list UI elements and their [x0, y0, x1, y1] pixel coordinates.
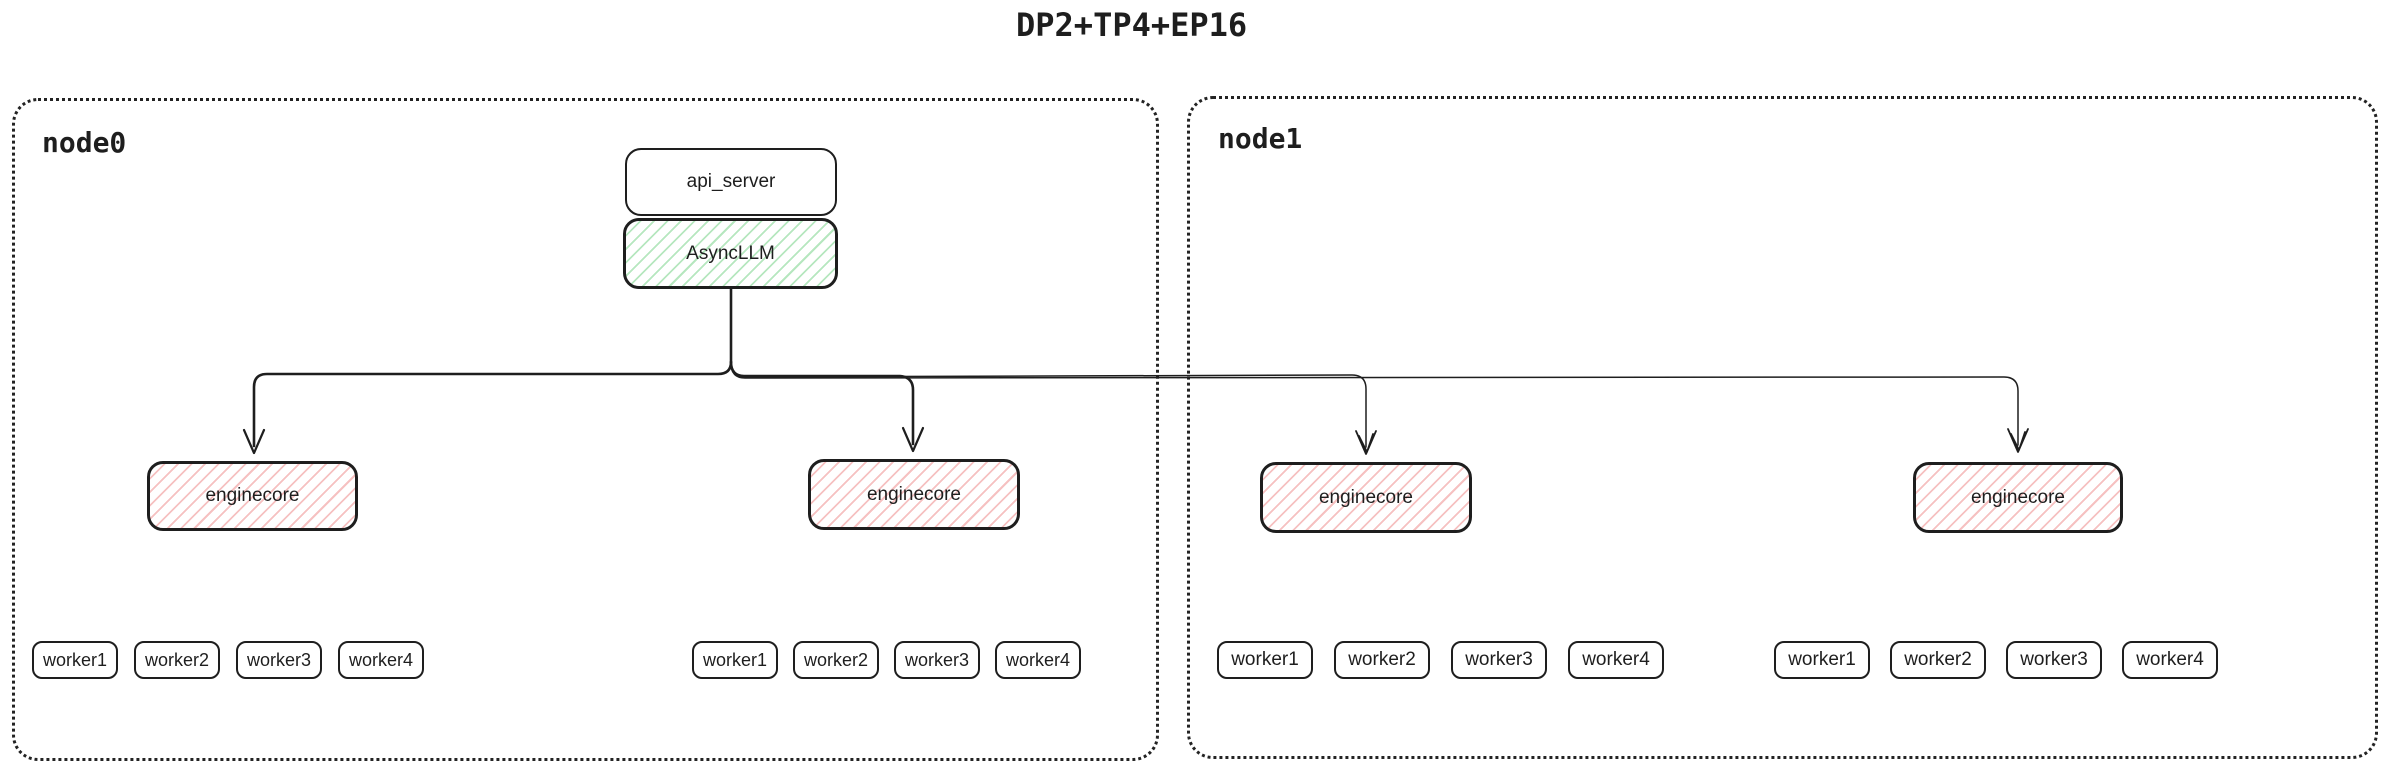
worker-box: worker2: [1890, 641, 1986, 679]
worker-box: worker2: [134, 641, 220, 679]
worker-box: worker2: [1334, 641, 1430, 679]
worker-box: worker1: [692, 641, 778, 679]
diagram-title: DP2+TP4+EP16: [1016, 6, 1248, 44]
worker-box: worker1: [1774, 641, 1870, 679]
worker-box: worker4: [1568, 641, 1664, 679]
enginecore-label: enginecore: [1318, 486, 1414, 508]
api-server-box: api_server: [625, 148, 837, 216]
enginecore-box-4: enginecore: [1913, 462, 2123, 533]
enginecore-label: enginecore: [205, 485, 300, 506]
worker-box: worker4: [2122, 641, 2218, 679]
enginecore-label: enginecore: [866, 483, 962, 505]
worker-box: worker4: [995, 641, 1081, 679]
worker-group-node1-2: worker1 worker2 worker3 worker4: [1774, 641, 2218, 679]
enginecore-label: enginecore: [1970, 486, 2066, 508]
node0-label: node0: [42, 126, 127, 159]
enginecore-box-3: enginecore: [1260, 462, 1472, 533]
worker-box: worker3: [894, 641, 980, 679]
enginecore-box-2: enginecore: [808, 459, 1020, 530]
worker-box: worker4: [338, 641, 424, 679]
enginecore-box-1: enginecore: [147, 461, 358, 531]
worker-box: worker3: [1451, 641, 1547, 679]
node1-label: node1: [1218, 122, 1303, 155]
asyncllm-box: AsyncLLM: [623, 218, 838, 289]
worker-group-node1-1: worker1 worker2 worker3 worker4: [1217, 641, 1664, 679]
worker-box: worker3: [2006, 641, 2102, 679]
api-server-label: api_server: [686, 171, 776, 192]
worker-box: worker3: [236, 641, 322, 679]
asyncllm-label: AsyncLLM: [686, 242, 775, 264]
worker-group-node0-2: worker1 worker2 worker3 worker4: [692, 641, 1081, 679]
worker-box: worker1: [1217, 641, 1313, 679]
worker-group-node0-1: worker1 worker2 worker3 worker4: [32, 641, 424, 679]
worker-box: worker2: [793, 641, 879, 679]
worker-box: worker1: [32, 641, 118, 679]
